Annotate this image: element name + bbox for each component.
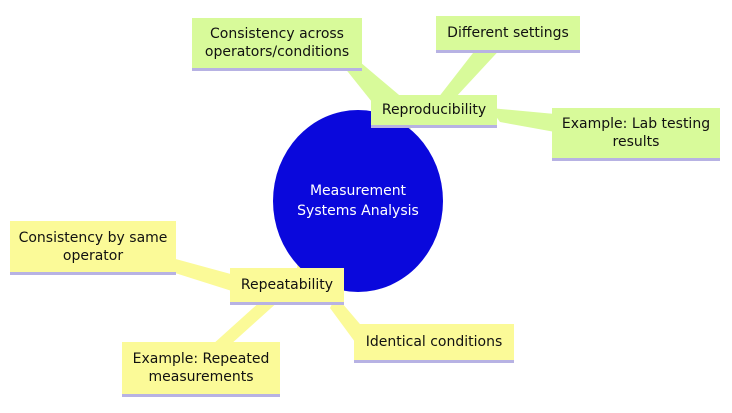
- leaf-repeated-measurements[interactable]: Example: Repeated measurements: [122, 342, 280, 397]
- connector-consistency-same-operator: [172, 258, 238, 292]
- branch-reproducibility-label: Reproducibility: [381, 102, 487, 118]
- leaf-lab-testing-results-label: Example: Lab testing results: [561, 116, 711, 150]
- connector-different-settings: [438, 44, 505, 98]
- branch-reproducibility[interactable]: Reproducibility: [371, 95, 497, 128]
- center-topic[interactable]: Measurement Systems Analysis: [273, 110, 443, 292]
- center-topic-label: Measurement Systems Analysis: [297, 183, 419, 219]
- branch-repeatability[interactable]: Repeatability: [230, 268, 344, 305]
- connector-repeated-measurements: [212, 300, 280, 345]
- leaf-consistency-across-operators-label: Consistency across operators/conditions: [204, 26, 350, 60]
- leaf-consistency-same-operator[interactable]: Consistency by same operator: [10, 221, 176, 275]
- leaf-identical-conditions[interactable]: Identical conditions: [354, 324, 514, 363]
- leaf-consistency-same-operator-label: Consistency by same operator: [18, 229, 168, 264]
- leaf-different-settings[interactable]: Different settings: [436, 16, 580, 53]
- branch-repeatability-label: Repeatability: [240, 277, 334, 293]
- connector-lab-testing-results: [490, 108, 555, 132]
- leaf-identical-conditions-label: Identical conditions: [365, 334, 503, 350]
- leaf-consistency-across-operators[interactable]: Consistency across operators/conditions: [192, 18, 362, 71]
- leaf-lab-testing-results[interactable]: Example: Lab testing results: [552, 108, 720, 161]
- leaf-different-settings-label: Different settings: [447, 25, 569, 41]
- leaf-repeated-measurements-label: Example: Repeated measurements: [132, 351, 270, 385]
